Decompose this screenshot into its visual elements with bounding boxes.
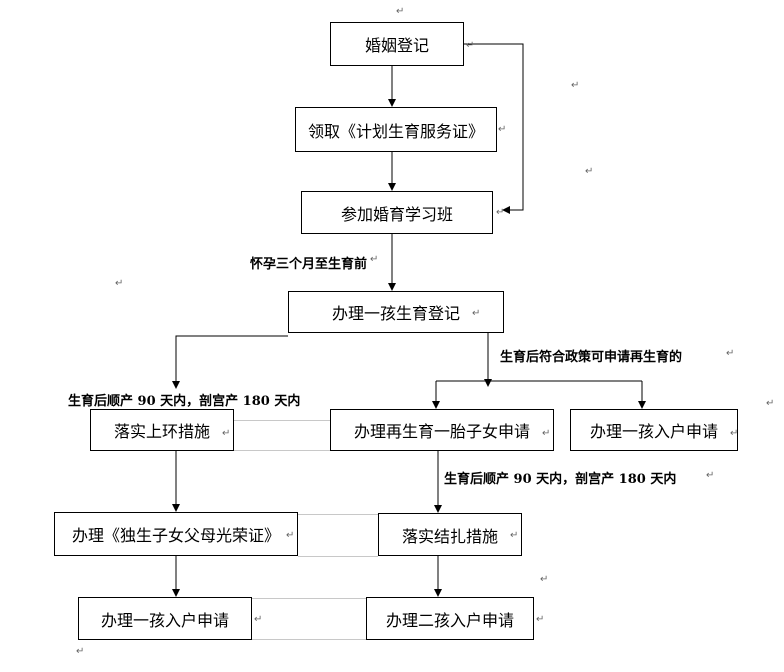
table-rule-2 [234, 450, 330, 451]
paragraph-mark: ↵ [396, 6, 405, 17]
honor-certificate-text: 办理《独生子女父母光荣证》 [71, 526, 280, 545]
table-rule-6 [252, 639, 366, 640]
bypass-marriage-to-class [464, 43, 524, 214]
table-rule-3 [298, 514, 378, 515]
postpartum-deadline-label-right: 生育后顺产 90 天内，剖宫产 180 天内 [444, 472, 677, 487]
marriage-registration-text: 婚姻登记 [364, 36, 429, 55]
service-certificate-box: 领取《计划生育服务证》 [295, 107, 497, 152]
paragraph-mark: ↵ [766, 398, 775, 409]
paragraph-mark: ↵ [510, 530, 519, 541]
second-child-household-text: 办理二孩入户申请 [385, 610, 514, 630]
paragraph-mark: ↵ [542, 428, 551, 439]
study-class-text: 参加婚育学习班 [340, 204, 453, 224]
table-rule-1 [234, 420, 330, 421]
service-certificate-text: 领取《计划生育服务证》 [307, 121, 484, 141]
iud-measure-box: 落实上环措施 [90, 409, 234, 451]
first-child-household-box-right: 办理一孩入户申请 [570, 409, 738, 451]
second-child-application-box: 办理再生育一胎子女申请 [330, 409, 554, 451]
paragraph-mark: ↵ [498, 124, 507, 135]
paragraph-mark: ↵ [370, 254, 379, 265]
postpartum-deadline-label-left: 生育后顺产 90 天内，剖宫产 180 天内 [68, 394, 301, 409]
paragraph-mark: ↵ [540, 574, 549, 585]
honor-certificate-box: 办理《独生子女父母光荣证》 [54, 512, 298, 556]
paragraph-mark: ↵ [571, 80, 580, 91]
table-rule-4 [298, 556, 378, 557]
arrow-registration-to-iud [172, 335, 288, 389]
paragraph-mark: ↵ [76, 646, 85, 657]
paragraph-mark: ↵ [466, 40, 475, 51]
paragraph-mark: ↵ [585, 166, 594, 177]
second-child-application-text: 办理再生育一胎子女申请 [353, 422, 530, 441]
paragraph-mark: ↵ [222, 428, 231, 439]
first-child-household-text-right: 办理一孩入户申请 [589, 422, 718, 441]
paragraph-mark: ↵ [706, 470, 715, 481]
paragraph-mark: ↵ [730, 428, 739, 439]
policy-reapply-label: 生育后符合政策可申请再生育的 [500, 350, 683, 365]
second-child-household-box: 办理二孩入户申请 [366, 597, 534, 640]
ligation-measure-box: 落实结扎措施 [378, 513, 522, 556]
paragraph-mark: ↵ [115, 278, 124, 289]
iud-measure-text: 落实上环措施 [113, 422, 210, 441]
study-class-box: 参加婚育学习班 [301, 191, 493, 234]
first-child-household-text-left: 办理一孩入户申请 [100, 610, 229, 630]
paragraph-mark: ↵ [254, 614, 263, 625]
first-child-registration-text: 办理一孩生育登记 [331, 304, 460, 323]
first-child-household-box-left: 办理一孩入户申请 [78, 597, 252, 640]
marriage-registration-box: 婚姻登记 [330, 22, 464, 66]
paragraph-mark: ↵ [536, 614, 545, 625]
ligation-measure-text: 落实结扎措施 [401, 526, 498, 546]
pregnancy-period-label: 怀孕三个月至生育前 [250, 257, 368, 272]
paragraph-mark: ↵ [286, 530, 295, 541]
paragraph-mark: ↵ [496, 207, 505, 218]
first-child-registration-box: 办理一孩生育登记 [288, 291, 504, 333]
paragraph-mark: ↵ [472, 308, 481, 319]
table-rule-5 [252, 598, 366, 599]
paragraph-mark: ↵ [726, 348, 735, 359]
